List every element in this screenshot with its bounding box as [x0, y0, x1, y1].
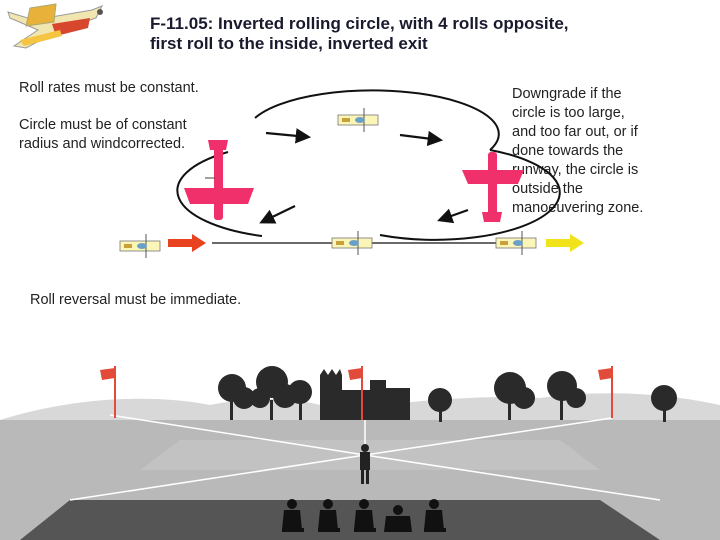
- tree-icon: [651, 385, 677, 422]
- marker-plane-icon: [462, 152, 524, 222]
- direction-arrow-icon: [399, 130, 444, 147]
- flag-icon: [100, 366, 116, 418]
- exit-arrow-icon: [546, 234, 584, 252]
- marker-plane-icon: [184, 140, 254, 220]
- note-downgrade-line: outside the: [512, 181, 583, 197]
- judge-icon: [354, 499, 376, 532]
- castle-icon: [320, 369, 410, 420]
- judge-icon: [282, 499, 304, 532]
- note-downgrade: Downgrade if the circle is too large, an…: [512, 85, 643, 218]
- title-line-1: F-11.05: Inverted rolling circle, with 4…: [150, 14, 569, 33]
- note-downgrade-line: Downgrade if the: [512, 86, 622, 102]
- page-title: F-11.05: Inverted rolling circle, with 4…: [150, 14, 710, 54]
- title-line-2: first roll to the inside, inverted exit: [150, 34, 428, 53]
- pilot-icon: [360, 444, 370, 484]
- note-roll-rates: Roll rates must be constant.: [19, 80, 199, 96]
- tree-icon: [428, 388, 452, 422]
- note-circle-line-2: radius and windcorrected.: [19, 136, 186, 152]
- flag-icon: [598, 366, 613, 418]
- judge-icon: [318, 499, 340, 532]
- tree-icon: [494, 372, 535, 420]
- flag-icon: [348, 366, 363, 420]
- sight-lines: [69, 385, 661, 501]
- direction-arrow-icon: [437, 208, 469, 224]
- inverted-plane-icon: [331, 230, 373, 256]
- entry-arrow-icon: [168, 234, 206, 252]
- tree-icon: [218, 374, 255, 420]
- note-circle-line-1: Circle must be of constant: [19, 117, 187, 133]
- tree-icon: [547, 371, 586, 420]
- circle-path: [176, 89, 561, 241]
- logo-plane-icon: [7, 3, 104, 49]
- inverted-plane-icon: [337, 107, 379, 133]
- direction-arrow-icon: [265, 128, 312, 144]
- note-circle: Circle must be of constant radius and wi…: [19, 116, 187, 154]
- tree-icon: [288, 380, 312, 420]
- note-downgrade-line: manoeuvering zone.: [512, 200, 644, 216]
- note-downgrade-line: runway, the circle is: [512, 162, 639, 178]
- note-downgrade-line: done towards the: [512, 143, 624, 159]
- direction-arrow-icon: [259, 205, 296, 224]
- judge-icon: [384, 505, 412, 532]
- note-downgrade-line: circle is too large,: [512, 105, 625, 121]
- inverted-plane-icon: [495, 230, 537, 256]
- note-downgrade-line: and too far out, or if: [512, 124, 638, 140]
- note-reversal: Roll reversal must be immediate.: [30, 292, 242, 308]
- judge-icon: [424, 499, 446, 532]
- inverted-plane-icon: [119, 233, 161, 259]
